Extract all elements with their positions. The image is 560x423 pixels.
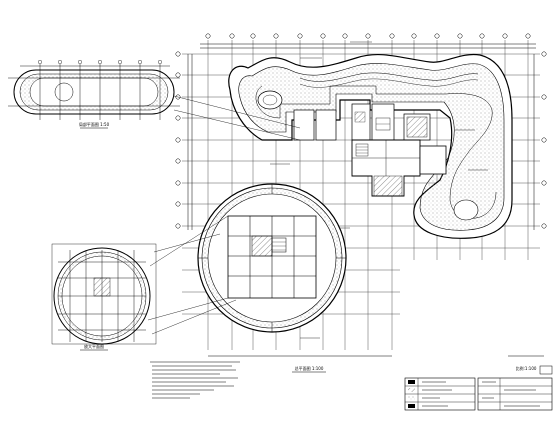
circle-detail-plan: 放大平面图 <box>51 243 157 351</box>
circular-building <box>197 183 347 333</box>
legend-table: 比例:1:100 <box>404 355 553 411</box>
capsule-detail-title: 局部平面图 1:50 <box>79 121 110 127</box>
scale-note: 比例:1:100 <box>516 365 537 371</box>
grid-axis-bubbles <box>175 33 547 229</box>
capsule-detail-plan: 局部平面图 1:50 <box>8 60 180 129</box>
main-plan-title: 总平面图 1:100 <box>295 365 324 371</box>
main-plan-annotations <box>236 41 488 339</box>
dimension-chains <box>187 43 536 357</box>
general-notes <box>150 361 240 399</box>
circle-detail-title: 放大平面图 <box>84 343 104 349</box>
main-plan-title-block: 总平面图 1:100 <box>292 365 326 373</box>
serpentine-building <box>228 53 513 239</box>
callout-leader-lines <box>147 95 301 335</box>
